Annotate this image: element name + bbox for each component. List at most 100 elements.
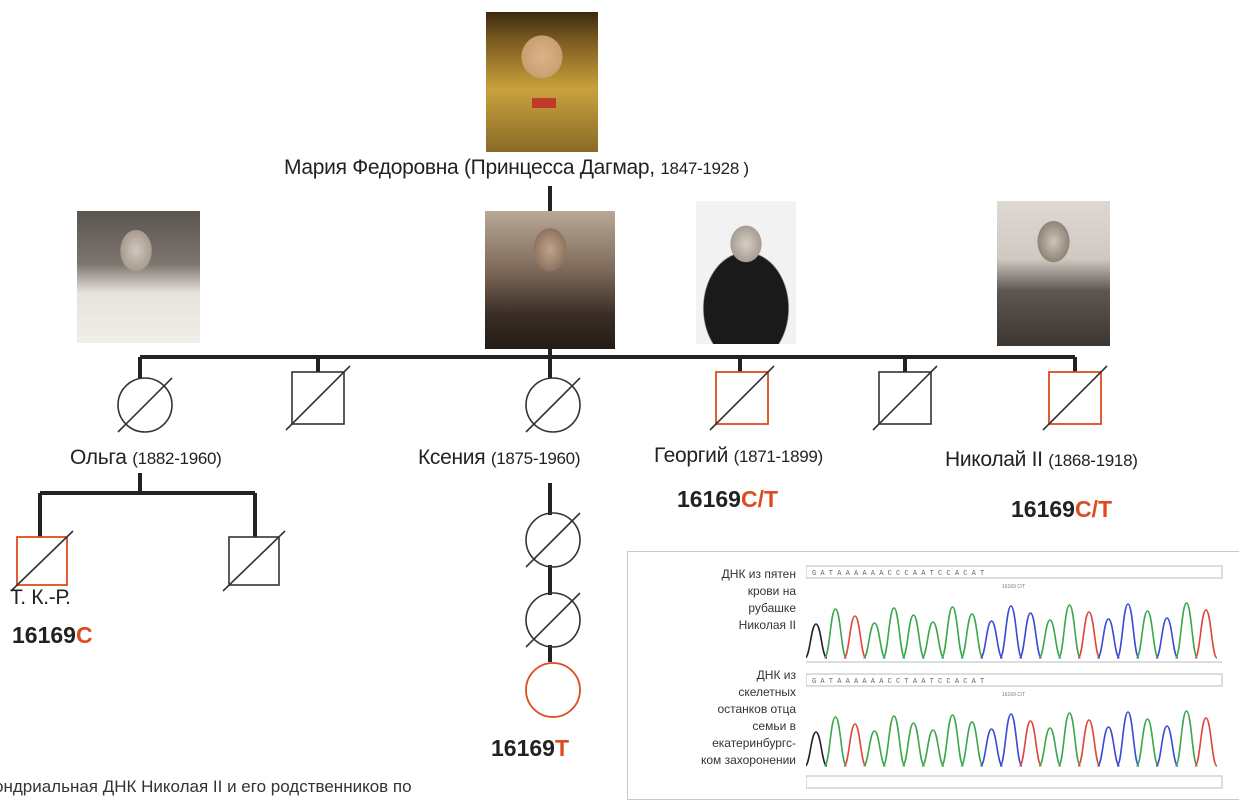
chromatogram-peak [823, 716, 848, 767]
root-name: Мария Федоровна (Принцесса Дагмар, 1847-… [284, 156, 749, 180]
child-years: (1871-1899) [733, 447, 824, 466]
root-years: 1847-1928 ) [660, 159, 749, 178]
child-years: (1868-1918) [1048, 451, 1138, 470]
label-line: останков отца [717, 702, 796, 716]
chromatogram-peak [999, 713, 1023, 767]
label-line: ДНК из [756, 668, 796, 682]
dna-label-bottom: ДНК из скелетных останков отца семьи в е… [636, 667, 796, 769]
portrait-olga [77, 211, 200, 343]
chromatogram-peak [1135, 718, 1160, 767]
portrait-ksenia [485, 211, 615, 349]
chromatogram-peak [979, 728, 1004, 767]
child-name-text: Ксения [418, 446, 486, 469]
haplotype-georgy: 16169C/T [677, 486, 778, 513]
descendant-symbol [525, 512, 581, 568]
ksenia-symbol [525, 377, 581, 433]
label-line: семьи в [752, 719, 796, 733]
dna-chromatogram-panel: ДНК из пятен крови на рубашке Николая II… [627, 551, 1239, 800]
chromatogram-peak [1077, 611, 1101, 659]
label-line: екатеринбургс- [712, 736, 796, 750]
chromatogram-peak [979, 620, 1004, 659]
chromatogram-peak [1116, 711, 1140, 767]
chromatogram-peak [940, 714, 965, 767]
chromatogram-peak [1096, 726, 1121, 767]
chromatogram-peak [843, 615, 867, 659]
chromatogram-peak [1174, 602, 1199, 659]
chromatogram-peak [1018, 720, 1043, 767]
chromatogram-peak [823, 608, 848, 659]
haplotype-position: 16169 [1011, 496, 1075, 522]
chromatogram-peak [806, 623, 828, 659]
child-name-georgy: Георгий (1871-1899) [654, 444, 823, 468]
label-line: Николая II [738, 618, 796, 632]
chromatogram-peak [862, 622, 887, 659]
sequence-bottom: G A T A A A A A A C C T A A T C C A C A … [812, 678, 984, 686]
marker-top: 16169 C/T [1002, 584, 1025, 590]
chromatogram-peak [921, 729, 945, 767]
label-line: ДНК из пятен [721, 567, 796, 581]
haplotype-position: 16169 [677, 486, 741, 512]
chromatogram-peak [1194, 717, 1218, 767]
chromatogram-peak [1057, 712, 1082, 767]
trace-top [806, 602, 1218, 659]
chromatogram-peak [1038, 619, 1062, 659]
child-name-olga: Ольга (1882-1960) [70, 446, 222, 470]
chromatogram-peak [901, 722, 926, 767]
chromatogram-peak [1135, 610, 1160, 659]
chromatogram-peak [960, 721, 984, 767]
chromatogram-peak [882, 607, 906, 659]
child-years: (1875-1960) [490, 449, 581, 468]
portrait-maria-fedorovna [486, 12, 598, 152]
chromatogram-peak [1194, 609, 1218, 659]
chromatogram-peak [843, 723, 867, 767]
chromatogram-peak [999, 605, 1023, 659]
chromatogram-peak [1155, 725, 1179, 767]
haplotype-nikolai: 16169C/T [1011, 496, 1112, 523]
child-years: (1882-1960) [132, 449, 222, 468]
haplotype-allele: C/T [1074, 496, 1113, 522]
nikolai-symbol [1048, 371, 1102, 425]
georgy-symbol [715, 371, 769, 425]
haplotype-tkr: 16169C [12, 622, 93, 649]
portrait-georgy [696, 201, 796, 344]
brother-symbol [878, 371, 932, 425]
olga-symbol [117, 377, 173, 433]
chromatogram-peak [806, 731, 828, 767]
haplotype-position: 16169 [491, 735, 555, 761]
chromatogram-peak [940, 606, 965, 659]
child-name-ksenia: Ксения (1875-1960) [418, 446, 580, 470]
chromatogram: G A T A A A A A A C C C A A T C C A C A … [806, 565, 1223, 789]
haplotype-ksenia-line: 16169T [491, 735, 569, 762]
tkr-label: Т. К.-Р. [10, 586, 71, 609]
label-line: скелетных [738, 685, 796, 699]
grandson-symbol [228, 536, 280, 586]
chromatogram-peak [901, 614, 926, 659]
child-name-text: Георгий [654, 444, 729, 467]
dna-label-top: ДНК из пятен крови на рубашке Николая II [636, 566, 796, 634]
tested-descendant-symbol [525, 662, 581, 718]
haplotype-allele: T [554, 735, 570, 761]
haplotype-allele: C/T [740, 486, 779, 512]
haplotype-position: 16169 [12, 622, 76, 648]
child-name-nikolai: Николай II (1868-1918) [945, 448, 1138, 472]
label-line: крови на [747, 584, 796, 598]
chromatogram-peak [1038, 727, 1062, 767]
label-line: рубашке [748, 601, 796, 615]
chromatogram-peak [1155, 617, 1179, 659]
brother-symbol [291, 371, 345, 425]
portrait-nikolai [997, 201, 1110, 346]
descendant-symbol [525, 592, 581, 648]
chromatogram-peak [1057, 604, 1082, 659]
deceased-slash [117, 377, 173, 433]
trace-bottom [806, 710, 1218, 767]
chromatogram-peak [862, 730, 887, 767]
chromatogram-peak [1077, 719, 1101, 767]
marker-bottom: 16169 C/T [1002, 692, 1025, 698]
chromatogram-peak [1174, 710, 1199, 767]
chromatogram-peak [960, 613, 984, 659]
label-line: ком захоронении [700, 753, 796, 767]
sequence-top: G A T A A A A A A C C C A A T C C A C A … [812, 570, 984, 578]
tkr-symbol [16, 536, 68, 586]
chromatogram-peak [882, 715, 906, 767]
